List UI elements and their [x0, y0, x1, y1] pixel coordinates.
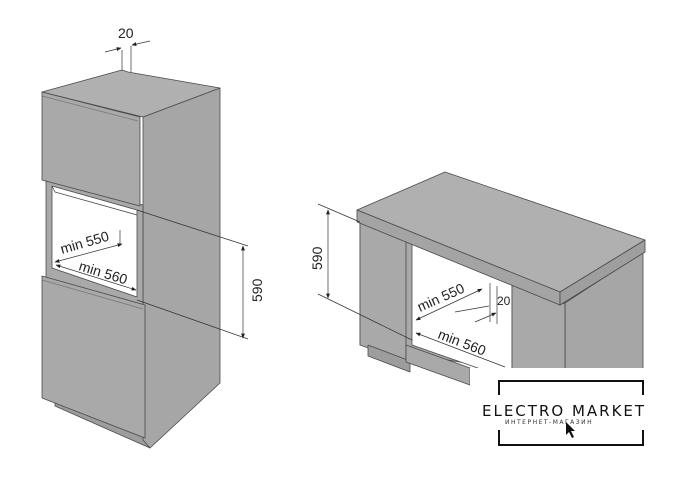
upper-door [41, 91, 141, 207]
electro-market-logo: ELECTRO MARKET ИНТЕРНЕТ-МАГАЗИН [470, 368, 677, 468]
left-dim-gap: 20 [118, 25, 134, 41]
tall-cabinet-dimensions [54, 40, 249, 340]
countertop-side [559, 239, 646, 306]
base-cabinet [356, 171, 646, 386]
left-door [359, 221, 407, 363]
right-dim-height: 590 [309, 246, 325, 270]
left-dim-height: 590 [249, 278, 265, 302]
tall-cabinet [41, 69, 221, 449]
logo-subtitle: ИНТЕРНЕТ-МАГАЗИН [505, 419, 593, 426]
right-dim-gap: 20 [497, 294, 511, 308]
cursor-icon [566, 422, 575, 438]
lower-door [41, 275, 146, 439]
cabinet-side [142, 87, 221, 449]
cabinet-top [41, 69, 221, 118]
logo-title: ELECTRO MARKET [482, 402, 646, 420]
base-cabinet-dimensions [317, 203, 506, 368]
opening-inner-edge [51, 185, 138, 216]
left-plinth [367, 344, 411, 373]
